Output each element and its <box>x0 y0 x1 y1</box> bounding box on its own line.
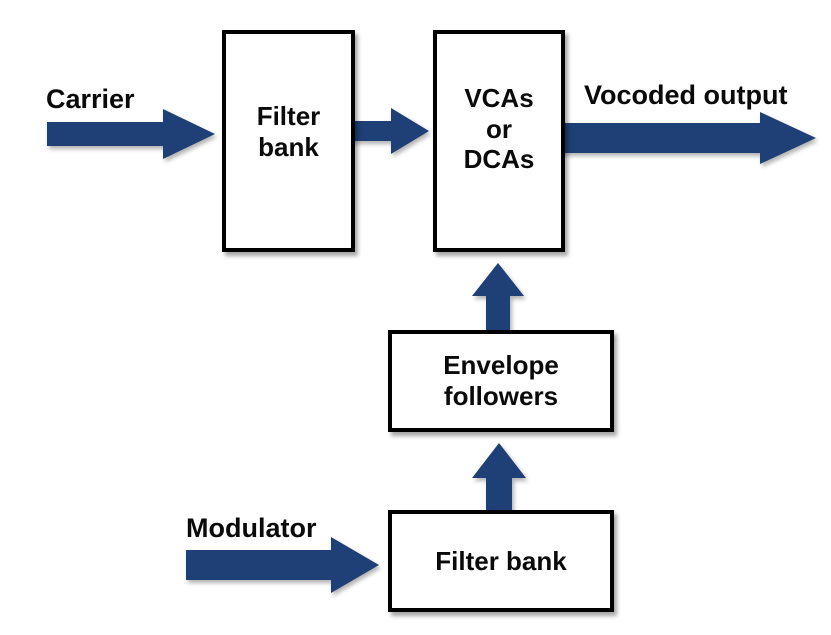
modulator-filter-bank-label: Filter bank <box>435 545 567 576</box>
filter-bank-to-vcas-arrow <box>348 108 429 154</box>
carrier-arrow <box>47 109 215 159</box>
vcas-dcas-box: VCAs or DCAs <box>433 30 565 252</box>
envelope-followers-box: Envelope followers <box>388 330 614 432</box>
envelope-to-vcas-arrow <box>472 263 524 336</box>
carrier-label: Carrier <box>46 84 135 114</box>
vcas-dcas-label: VCAs or DCAs <box>463 82 535 175</box>
modulator-filter-bank-box: Filter bank <box>388 510 614 612</box>
modulator-arrow <box>186 537 379 593</box>
filter-bank-to-envelope-arrow <box>472 443 526 516</box>
carrier-filter-bank-box: Filter bank <box>222 30 355 252</box>
modulator-label: Modulator <box>186 513 317 543</box>
carrier-filter-bank-label: Filter bank <box>256 101 321 162</box>
envelope-followers-label: Envelope followers <box>443 350 559 411</box>
vocoded-output-label: Vocoded output <box>584 80 788 110</box>
vocoded-output-arrow <box>555 112 816 164</box>
